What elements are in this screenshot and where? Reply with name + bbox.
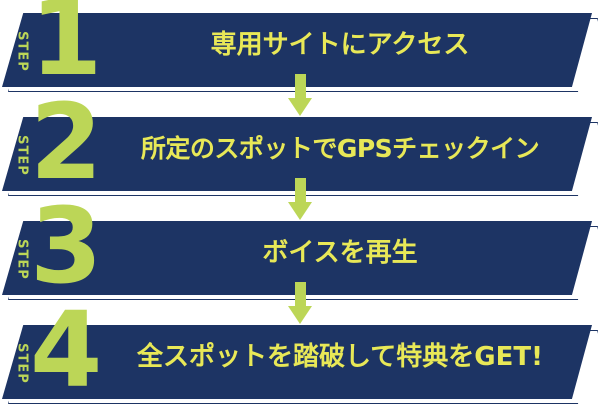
- arrow-head: [288, 98, 312, 116]
- step-label-3: STEP: [14, 239, 30, 280]
- arrow-shaft: [295, 282, 306, 308]
- step-number-1: 1: [30, 0, 102, 99]
- step-title-3: ボイスを再生: [262, 238, 418, 268]
- arrow-head: [288, 306, 312, 324]
- step-number-3: 3: [30, 185, 102, 307]
- step-number-2: 2: [30, 81, 102, 203]
- banner-4: [2, 325, 592, 399]
- step-label-1: STEP: [14, 31, 30, 72]
- step-row-4: STEP 4 全スポットを踏破して特典をGET!: [0, 298, 600, 416]
- arrow-shaft: [295, 178, 306, 204]
- arrow-down-icon-2: [288, 178, 312, 220]
- step-title-1: 専用サイトにアクセス: [210, 30, 470, 60]
- step-title-4: 全スポットを踏破して特典をGET!: [137, 342, 543, 372]
- arrow-head: [288, 202, 312, 220]
- arrow-shaft: [295, 74, 306, 100]
- step-label-4: STEP: [14, 343, 30, 384]
- step-row-3: STEP 3 ボイスを再生: [0, 194, 600, 312]
- step-label-2: STEP: [14, 135, 30, 176]
- arrow-down-icon-3: [288, 282, 312, 324]
- arrow-down-icon-1: [288, 74, 312, 116]
- step-number-4: 4: [30, 289, 102, 411]
- step-title-2: 所定のスポットでGPSチェックイン: [140, 134, 540, 163]
